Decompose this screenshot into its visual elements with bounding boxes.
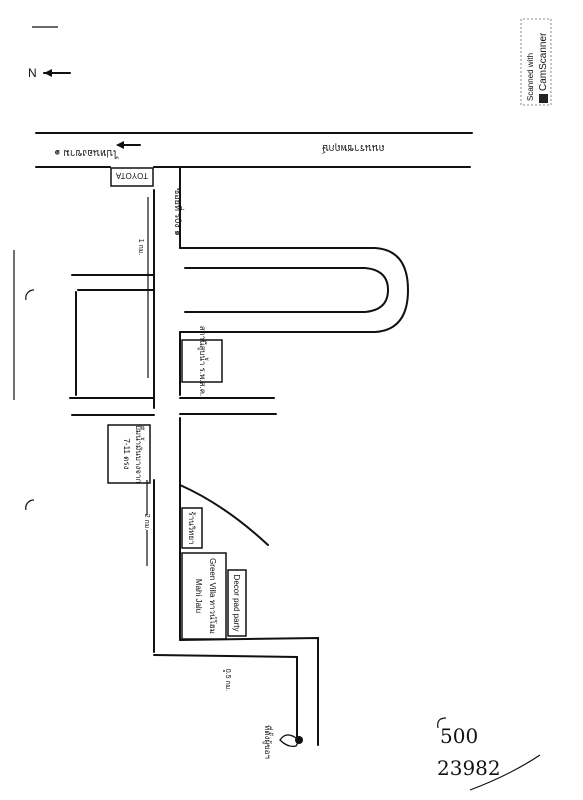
distance-05km: 0.5 กม. — [224, 669, 231, 692]
destination-marker: ที่ตั้งผู้ขอฯ — [262, 725, 303, 759]
left-arrow-icon — [116, 141, 124, 149]
punch-hole-mark — [25, 499, 35, 511]
handwritten-number-top: 500 — [440, 724, 478, 748]
handwritten-number-bottom: 23982 — [437, 756, 501, 780]
camscanner-logo-icon — [539, 94, 548, 103]
villa-box: Mahi Jalu Green Villa ทาวน์โฮม — [181, 552, 227, 640]
camscanner-watermark: Scanned with CamScanner — [520, 18, 552, 106]
handwritten-stroke — [437, 717, 447, 729]
soi-label: ซอยที่ ร0ง ๑ — [173, 188, 185, 236]
pump-station-label: สถานีสูบน้ำ ร.พ.ส.ค. — [197, 326, 209, 397]
decor-label: Decor pad party — [232, 575, 241, 632]
destination-dot-icon — [295, 736, 303, 744]
villa-label-1: Mahi Jalu — [194, 579, 203, 613]
loop-road-inner — [184, 267, 390, 313]
left-road-label: ไปหนองขาม ๑ — [54, 147, 119, 159]
villa-label-2: Green Villa ทาวน์โฮม — [208, 558, 218, 634]
toyota-label: TOYOTA — [115, 171, 148, 180]
decor-box: Decor pad party — [227, 569, 247, 637]
seven-eleven-label-2: ปั๊มน้ำมันบางจาก — [134, 425, 145, 484]
left-direction: ไปหนองขาม ๑ — [54, 141, 141, 159]
pump-station-box: สถานีสูบน้ำ ร.พ.ส.ค. — [181, 326, 223, 397]
punch-hole-mark — [25, 289, 35, 301]
diagonal-road — [179, 484, 269, 546]
distance-1km: 1 กม. — [137, 239, 144, 256]
watermark-line1: Scanned with — [526, 53, 535, 101]
watermark-line2: CamScanner — [538, 32, 549, 91]
north-label: N — [28, 66, 37, 80]
seven-eleven-box: 7-11 ตรง ปั๊มน้ำมันบางจาก — [107, 424, 151, 484]
north-arrow-icon: N — [28, 66, 71, 80]
seven-eleven-label-1: 7-11 ตรง — [122, 438, 131, 469]
loop-road-outer — [179, 247, 410, 333]
handwritten-underline — [469, 754, 541, 791]
main-road-label: ถนนราชพฤกษ์ — [322, 142, 385, 154]
bottom-road-inner — [153, 654, 298, 739]
toyota-box: TOYOTA — [110, 167, 154, 187]
destination-label: ที่ตั้งผู้ขอฯ — [262, 725, 274, 759]
shop-box: ร้านวิทยา — [181, 507, 203, 549]
shop-label: ร้านวิทยา — [187, 511, 196, 544]
distance-2km: 2 กม. — [143, 514, 150, 531]
bottom-road-outer — [179, 636, 319, 746]
